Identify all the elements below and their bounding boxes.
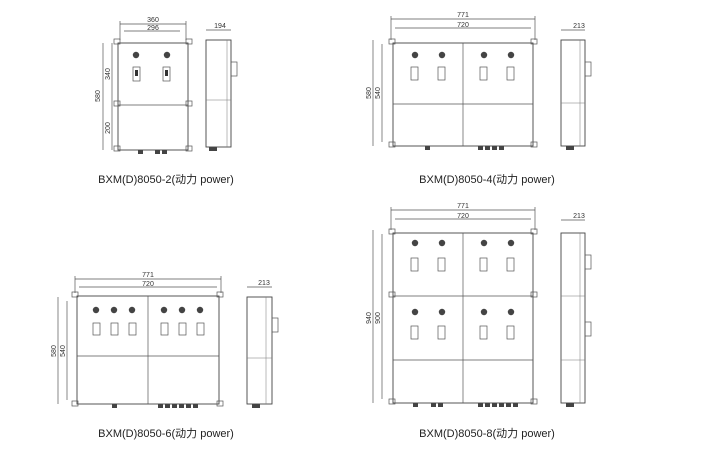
dim-inner-width: 296	[147, 25, 159, 32]
dim-side-width: 213	[573, 23, 585, 30]
figure-8050-8: 771 720 940 900 213 BXM(D)8050-8(动力 powe…	[366, 203, 592, 440]
dim-height-upper: 340	[105, 68, 112, 80]
side-view-enclosure	[560, 232, 586, 404]
dim-inner-width: 720	[457, 22, 469, 29]
dim-height-inner: 900	[375, 312, 382, 324]
dim-height-total: 580	[51, 345, 58, 357]
front-view-enclosure	[117, 42, 189, 151]
figure-8050-2: 360 296 580 340 200 194 BXM(D)8050-2(动力 …	[95, 17, 238, 186]
dim-height-total: 580	[366, 87, 373, 99]
dim-height-lower: 200	[105, 122, 112, 134]
dim-height-total: 580	[95, 90, 102, 102]
dim-height-inner: 540	[375, 87, 382, 99]
caption-8050-8: BXM(D)8050-8(动力 power)	[419, 427, 555, 440]
dim-height-inner: 540	[60, 345, 67, 357]
dim-outer-width: 771	[457, 203, 469, 210]
dim-inner-width: 720	[457, 213, 469, 220]
dim-side-width: 194	[214, 23, 226, 30]
dim-outer-width: 771	[457, 12, 469, 19]
dim-outer-width: 771	[142, 272, 154, 279]
figure-8050-6: 771 720 580 540 213 BXM(D)8050-6(动力 powe…	[51, 272, 279, 440]
caption-8050-4: BXM(D)8050-4(动力 power)	[419, 173, 555, 186]
dim-height-total: 940	[366, 312, 373, 324]
dim-inner-width: 720	[142, 281, 154, 288]
side-view-enclosure	[246, 296, 273, 405]
dim-side-width: 213	[258, 280, 270, 287]
caption-8050-2: BXM(D)8050-2(动力 power)	[98, 173, 234, 186]
side-view-enclosure	[560, 39, 586, 147]
dim-outer-width: 360	[147, 17, 159, 24]
caption-8050-6: BXM(D)8050-6(动力 power)	[98, 427, 234, 440]
figure-8050-4: 771 720 580 540 213 BXM(D)8050-4(动力 powe…	[366, 12, 592, 186]
dim-side-width: 213	[573, 213, 585, 220]
